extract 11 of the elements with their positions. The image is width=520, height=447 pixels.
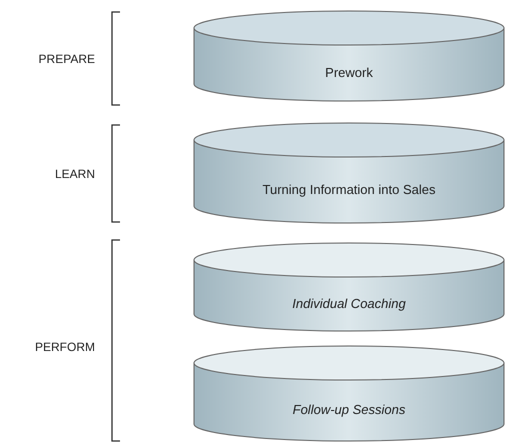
cylinder-node — [193, 122, 505, 224]
node-text: Individual Coaching — [291, 294, 407, 313]
cylinder-node — [193, 10, 505, 102]
node-text: Follow-up Sessions — [292, 401, 406, 419]
node-text: Prework — [324, 64, 374, 82]
phase-label: PERFORM — [35, 340, 95, 354]
phase-label: LEARN — [54, 167, 95, 181]
cylinder-node — [193, 345, 505, 442]
phase-label: PREPARE — [38, 52, 95, 66]
node-text: Turning Information into Sales — [262, 180, 436, 199]
cylinder-node — [193, 242, 505, 332]
